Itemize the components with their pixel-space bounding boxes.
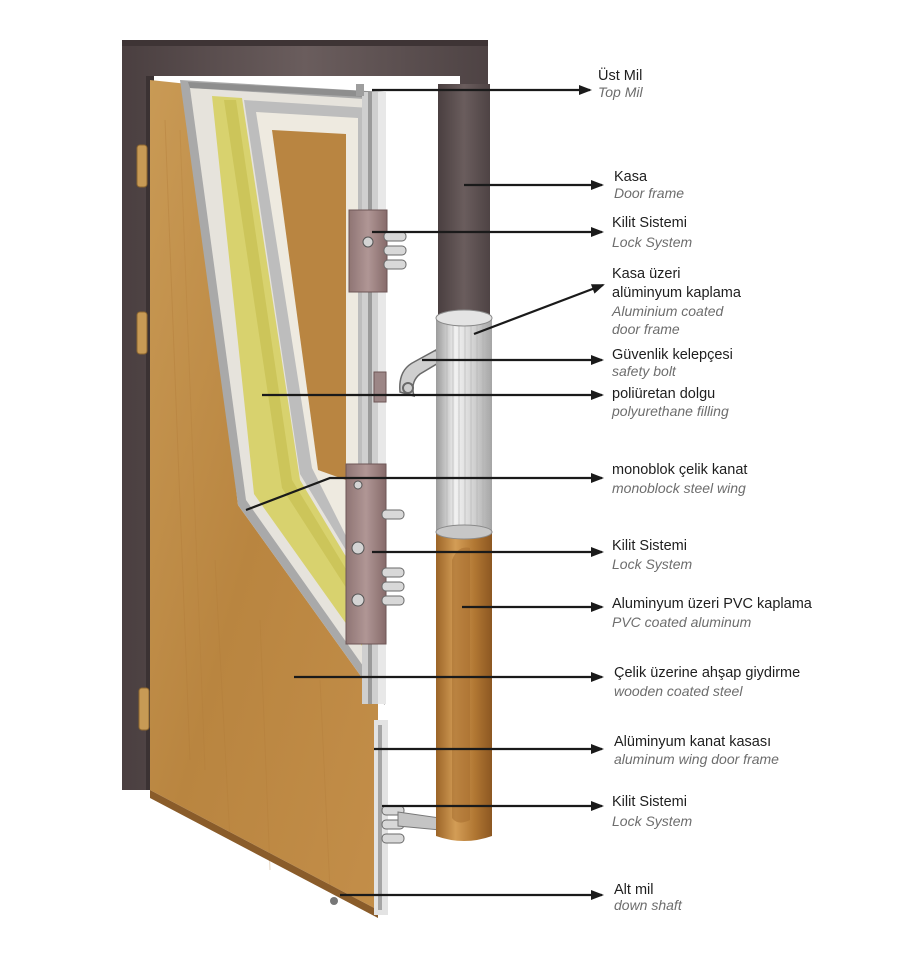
- label-door-frame-sub: Door frame: [614, 185, 684, 201]
- label-wooden-coated-steel: Çelik üzerine ahşap giydirme: [614, 665, 800, 681]
- label-aluminum-wing-frame: Alüminyum kanat kasası: [614, 734, 771, 750]
- arrowhead-aluminium-coated: [590, 284, 605, 294]
- arrowhead-lock-system-2: [591, 547, 604, 557]
- steel-wing-layers: [180, 80, 385, 705]
- label-lock-system-2: Kilit Sistemi: [612, 538, 687, 554]
- arrowhead-aluminum-wing-frame: [591, 744, 604, 754]
- label-lock-system-1-sub: Lock System: [612, 234, 692, 250]
- label-top-shaft: Üst Mil: [598, 66, 642, 84]
- bottom-pin: [330, 897, 338, 905]
- arrowhead-down-shaft: [591, 890, 604, 900]
- lock-middle: [345, 371, 405, 645]
- label-lock-system-1: Kilit Sistemi: [612, 215, 687, 231]
- label-aluminium-coated-frame-2: alüminyum kaplama: [612, 285, 742, 301]
- label-safety-bolt: Güvenlik kelepçesi: [612, 347, 733, 363]
- safety-bolt-hook: [399, 348, 441, 398]
- label-pvc-coated-aluminum: Aluminyum üzeri PVC kaplama: [612, 596, 813, 612]
- label-aluminium-coated-frame-1: Kasa üzeri: [612, 266, 681, 282]
- label-aluminium-coated-frame-sub-2: door frame: [612, 321, 680, 337]
- arrowhead-lock-system-1: [591, 227, 604, 237]
- arrowhead-monoblock-steel-wing: [591, 473, 604, 483]
- arrowhead-wooden-coated-steel: [591, 672, 604, 682]
- label-down-shaft: Alt mil: [614, 882, 653, 898]
- label-door-frame: Kasa: [614, 169, 648, 185]
- label-aluminium-coated-frame-sub-1: Aluminium coated: [611, 303, 724, 319]
- arrowhead-polyurethane-filling: [591, 390, 604, 400]
- arrowhead-pvc-coated-aluminum: [591, 602, 604, 612]
- arrowhead-safety-bolt: [591, 355, 604, 365]
- arrowhead-door-frame: [591, 180, 604, 190]
- label-lock-system-3-sub: Lock System: [612, 813, 692, 829]
- label-lock-system-3: Kilit Sistemi: [612, 794, 687, 810]
- door-leaf: [150, 80, 378, 918]
- label-safety-bolt-sub: safety bolt: [612, 363, 677, 379]
- lock-lower: [381, 805, 441, 844]
- label-lock-system-2-sub: Lock System: [612, 556, 692, 572]
- label-polyurethane-filling-sub: polyurethane filling: [611, 403, 729, 419]
- label-wooden-coated-steel-sub: wooden coated steel: [614, 683, 743, 699]
- lock-upper: [348, 209, 407, 293]
- leader-lines: [245, 85, 605, 900]
- label-pvc-coated-aluminum-sub: PVC coated aluminum: [612, 614, 752, 630]
- label-monoblock-steel-wing: monoblok çelik kanat: [612, 462, 747, 478]
- arrowhead-top-shaft: [579, 85, 592, 95]
- arrowhead-lock-system-3: [591, 801, 604, 811]
- hinges: [136, 144, 150, 731]
- leader-monoblock-steel-wing: [245, 476, 602, 512]
- label-monoblock-steel-wing-sub: monoblock steel wing: [612, 480, 746, 496]
- label-top-shaft-sub: Top Mil: [598, 84, 644, 100]
- label-polyurethane-filling: poliüretan dolgu: [612, 386, 715, 402]
- frame-profile-section: [435, 84, 493, 841]
- label-down-shaft-sub: down shaft: [614, 897, 683, 913]
- leader-aluminium-coated: [473, 283, 604, 336]
- callout-labels: Üst Mil Top Mil Kasa Door frame Kilit Si…: [598, 66, 813, 913]
- label-aluminum-wing-frame-sub: aluminum wing door frame: [614, 751, 779, 767]
